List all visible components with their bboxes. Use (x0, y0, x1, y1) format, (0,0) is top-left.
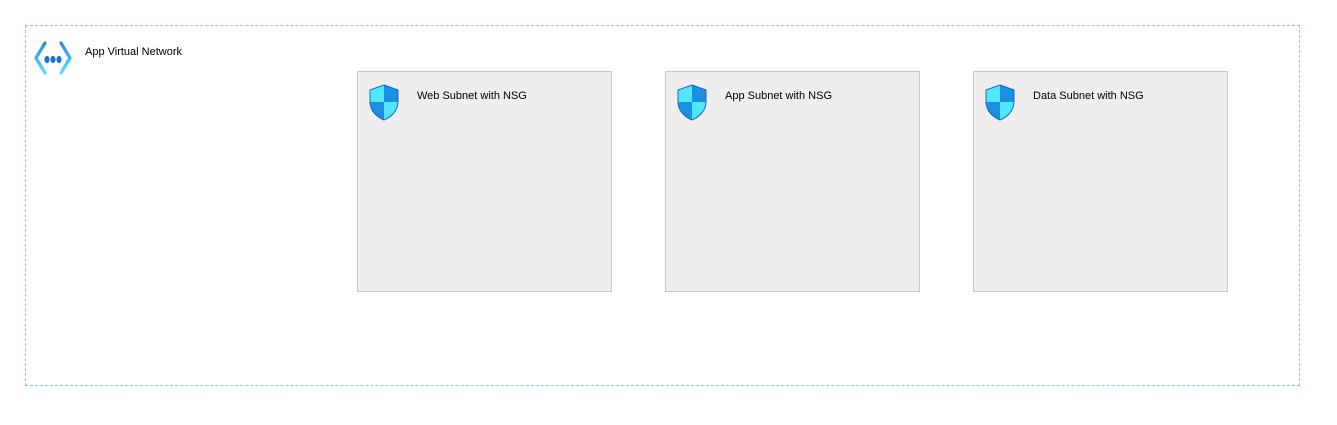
data-subnet-box[interactable]: Data Subnet with NSG (973, 71, 1228, 292)
app-subnet-box[interactable]: App Subnet with NSG (665, 71, 920, 292)
web-subnet-box[interactable]: Web Subnet with NSG (357, 71, 612, 292)
data-subnet-label: Data Subnet with NSG (1033, 90, 1144, 102)
nsg-shield-icon (369, 84, 399, 121)
web-subnet-label: Web Subnet with NSG (417, 90, 527, 102)
nsg-shield-icon (985, 84, 1015, 121)
app-subnet-label: App Subnet with NSG (725, 90, 833, 102)
virtual-network-icon (34, 41, 72, 75)
nsg-shield-icon (677, 84, 707, 121)
virtual-network-title: App Virtual Network (85, 46, 183, 58)
virtual-network-container[interactable]: App Virtual Network (25, 25, 1300, 386)
